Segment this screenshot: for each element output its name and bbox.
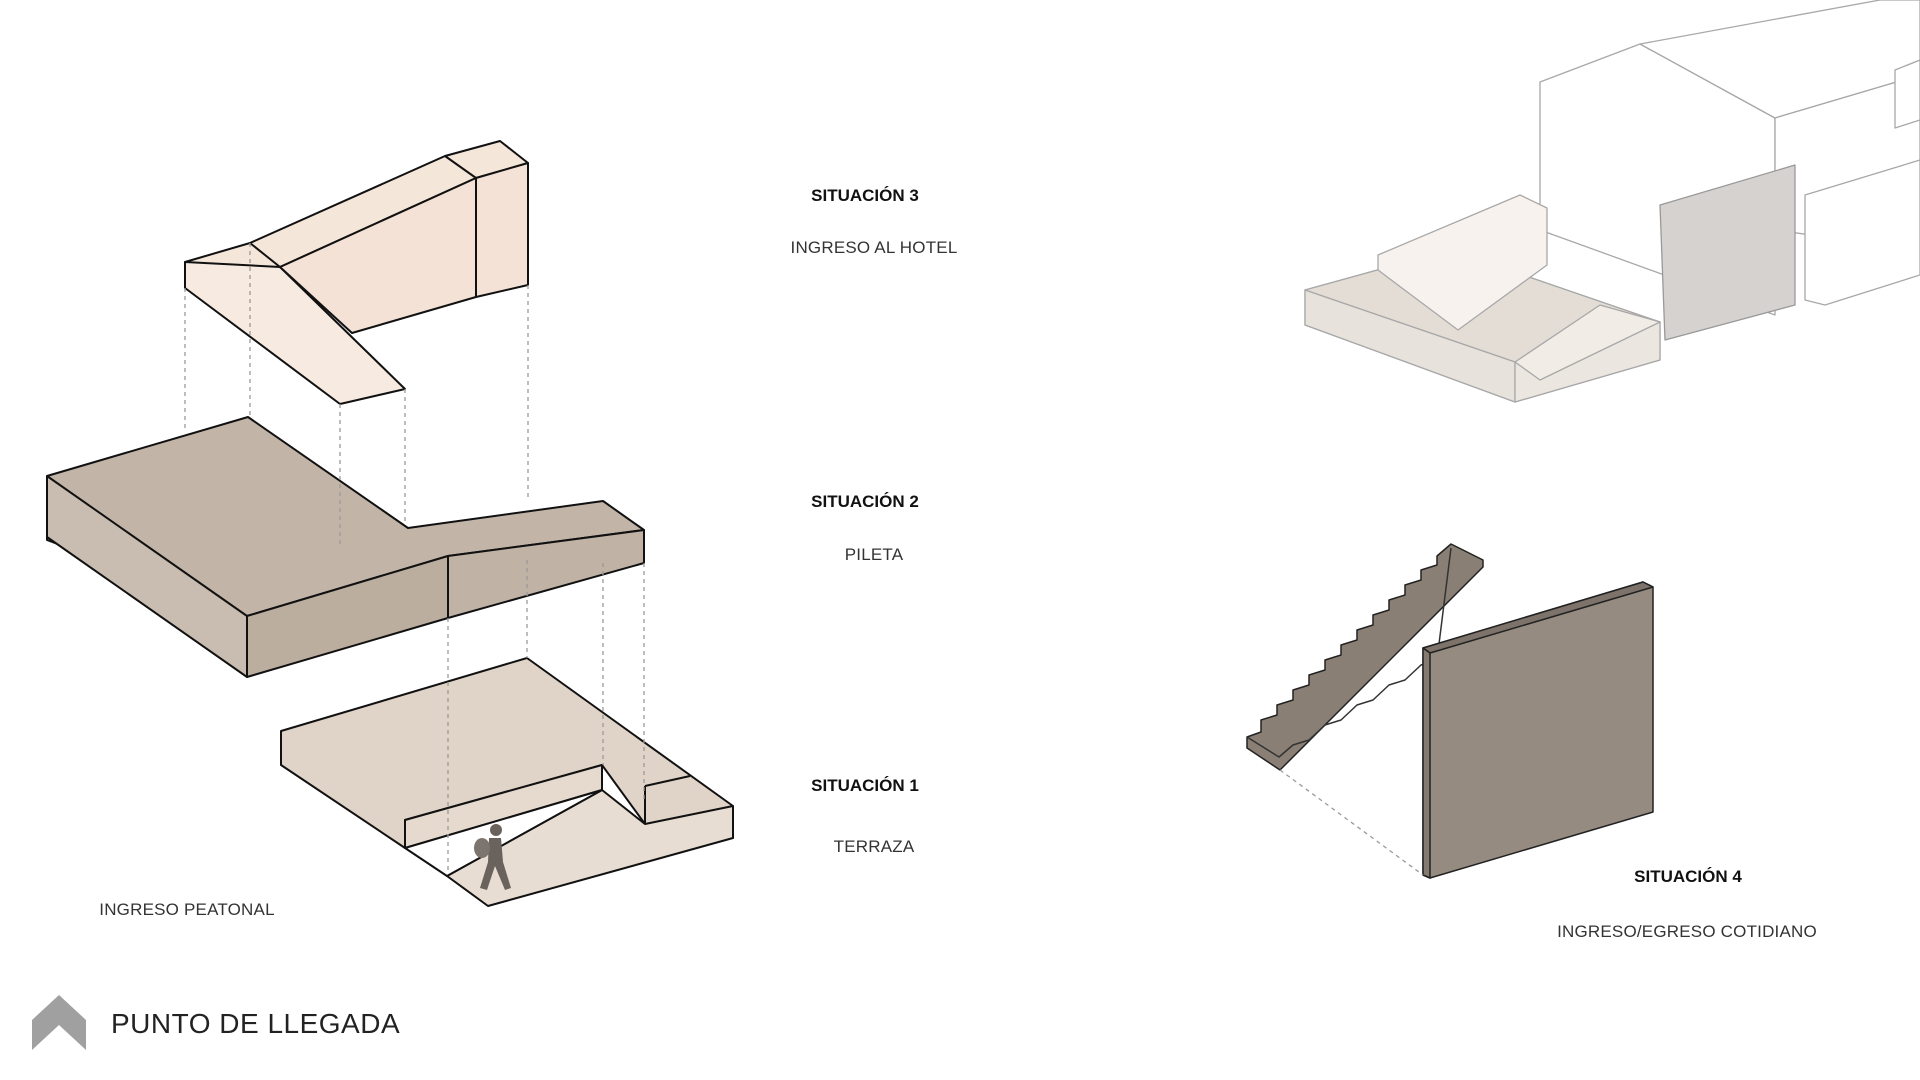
level-3-ramp-face [184,261,406,405]
situation-4-subtitle: INGRESO/EGRESO COTIDIANO [1557,922,1817,941]
projection-lines [184,243,645,870]
situation-2-title: SITUACIÓN 2 [811,492,919,511]
level-3-volume [184,140,529,405]
wall-panel [1422,581,1654,879]
level-1-opening [404,789,603,877]
chevron-up-icon [32,995,86,1050]
situation-1-subtitle: TERRAZA [833,837,915,856]
level-2-volume [46,416,645,678]
level-1-top-face [280,657,734,849]
situation-3-title: SITUACIÓN 3 [811,186,919,205]
situation-3-subtitle: INGRESO AL HOTEL [790,238,958,257]
footer-title: PUNTO DE LLEGADA [111,1008,401,1039]
situation-1-title: SITUACIÓN 1 [811,776,919,795]
stair-volume [1246,543,1484,771]
entrance-label: INGRESO PEATONAL [99,900,275,919]
situation-2-subtitle: PILETA [844,545,904,564]
wall-projection-line [1279,769,1424,876]
pedestrian-icon [474,824,511,890]
level-1-volume [280,657,734,907]
context-building-model [1304,0,1920,403]
situation-4-title: SITUACIÓN 4 [1634,867,1742,886]
context-highlight-wall [1659,164,1796,341]
